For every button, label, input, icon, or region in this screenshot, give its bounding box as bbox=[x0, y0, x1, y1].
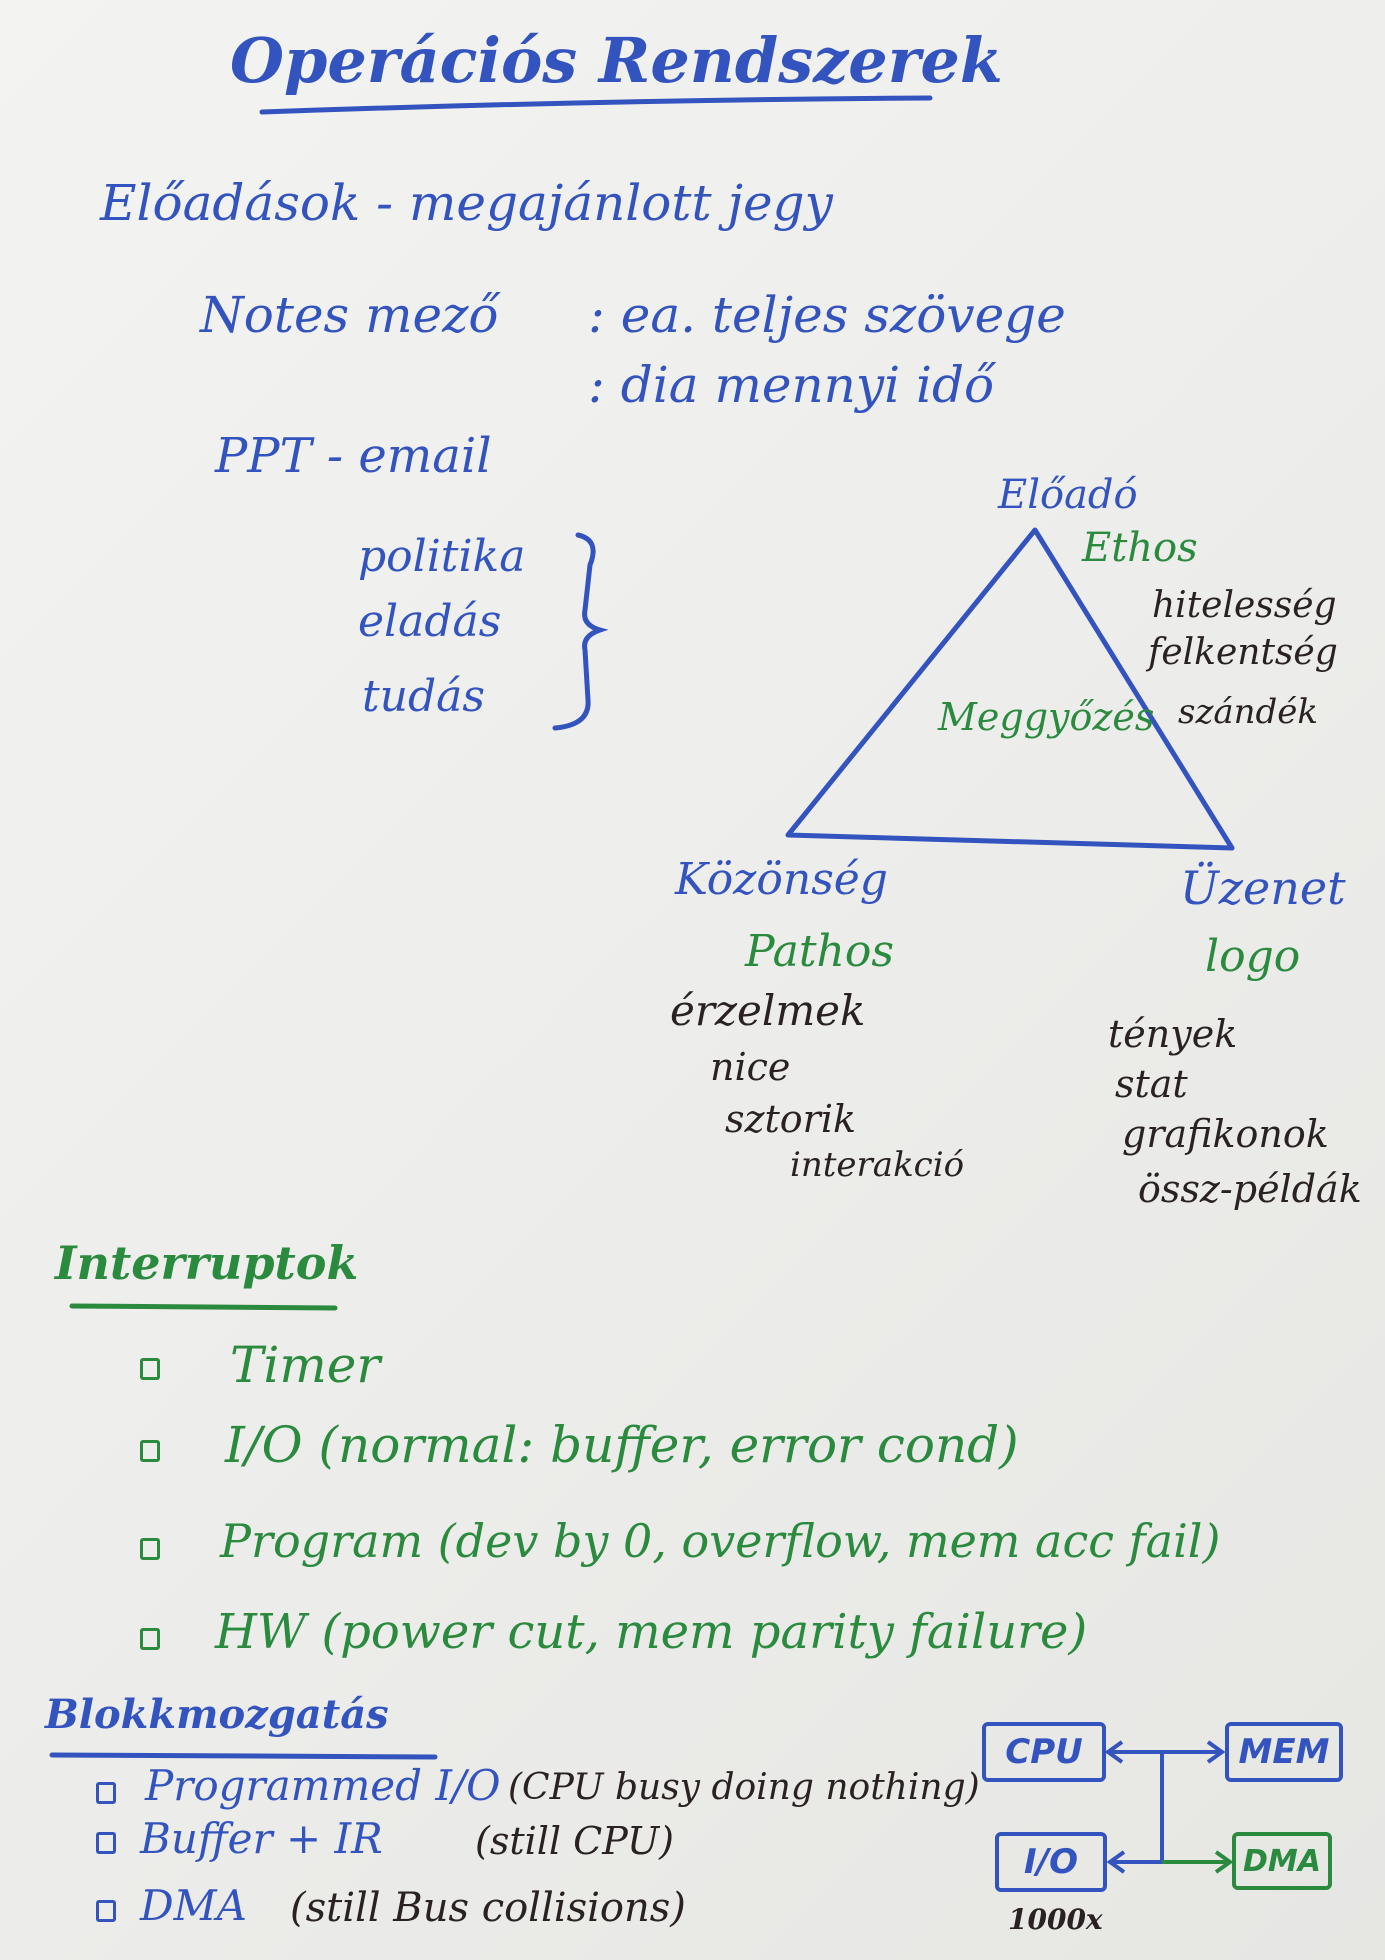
blocking-item-note: (still CPU) bbox=[475, 1819, 674, 1863]
triangle-right-note: össz-példák bbox=[1138, 1167, 1362, 1211]
interrupt-item: I/O (normal: buffer, error cond) bbox=[225, 1416, 1019, 1474]
blocking-heading: Blokkmozgatás bbox=[45, 1691, 389, 1738]
title-underline bbox=[259, 95, 933, 115]
triangle-left-note: nice bbox=[710, 1045, 791, 1089]
triangle-left-note: sztorik bbox=[725, 1097, 857, 1141]
triangle-right-note: tények bbox=[1108, 1012, 1238, 1056]
rhetoric-triangle bbox=[785, 527, 1235, 851]
page-title: Operációs Rendszerek bbox=[230, 24, 1003, 97]
ppt-line: PPT - email bbox=[215, 428, 492, 484]
arrow-right-dma bbox=[1214, 1850, 1234, 1874]
checkbox-icon bbox=[96, 1782, 116, 1804]
bracket-item: politika bbox=[358, 531, 526, 582]
interrupt-item: HW (power cut, mem parity failure) bbox=[215, 1604, 1088, 1660]
triangle-left-greek: Pathos bbox=[745, 926, 894, 977]
dma-box: DMA bbox=[1232, 1832, 1332, 1890]
blocking-item-note: (still Bus collisions) bbox=[290, 1885, 686, 1931]
triangle-left-label: Közönség bbox=[675, 854, 888, 905]
triangle-top-greek: Ethos bbox=[1082, 525, 1198, 571]
checkbox-icon bbox=[140, 1628, 160, 1650]
checkbox-icon bbox=[140, 1538, 160, 1560]
speed-label: 1000x bbox=[1008, 1903, 1103, 1936]
arrow-left-io bbox=[1106, 1850, 1126, 1874]
lectures-line: Előadások - megajánlott jegy bbox=[100, 174, 833, 232]
blocking-item-main: Programmed I/O bbox=[145, 1761, 501, 1810]
interrupt-item: Timer bbox=[230, 1336, 381, 1394]
mem-box: MEM bbox=[1225, 1722, 1343, 1782]
triangle-right-note: stat bbox=[1115, 1062, 1188, 1106]
triangle-left-note: érzelmek bbox=[670, 986, 866, 1035]
blocking-item-main: Buffer + IR bbox=[140, 1814, 383, 1863]
interrupt-item: Program (dev by 0, overflow, mem acc fai… bbox=[220, 1514, 1221, 1568]
checkbox-icon bbox=[140, 1440, 160, 1462]
triangle-top-note: szándék bbox=[1178, 692, 1319, 732]
blocking-underline bbox=[49, 1752, 438, 1760]
blocking-item-note: (CPU busy doing nothing) bbox=[508, 1767, 980, 1808]
triangle-right-label: Üzenet bbox=[1180, 861, 1346, 915]
triangle-right-note: grafikonok bbox=[1122, 1112, 1329, 1156]
triangle-top-note: hitelesség bbox=[1152, 585, 1337, 626]
checkbox-icon bbox=[96, 1832, 116, 1854]
triangle-center: Meggyőzés bbox=[938, 695, 1155, 739]
checkbox-icon bbox=[96, 1900, 116, 1922]
notes-line-2: : dia mennyi idő bbox=[588, 356, 995, 414]
checkbox-icon bbox=[140, 1358, 160, 1380]
triangle-right-greek: logo bbox=[1205, 931, 1301, 982]
notes-label: Notes mező bbox=[200, 286, 499, 344]
arrow-left-cpu bbox=[1104, 1740, 1124, 1764]
arrow-right-mem bbox=[1206, 1740, 1226, 1764]
triangle-top-note: felkentség bbox=[1148, 632, 1338, 673]
bracket-item: tudás bbox=[362, 671, 485, 722]
interrupts-heading: Interruptok bbox=[55, 1236, 359, 1290]
blocking-item-main: DMA bbox=[140, 1881, 248, 1930]
cpu-box: CPU bbox=[982, 1722, 1106, 1782]
notes-line-1: : ea. teljes szövege bbox=[588, 286, 1066, 344]
triangle-top-label: Előadó bbox=[998, 472, 1138, 518]
interrupts-underline bbox=[69, 1303, 338, 1311]
curly-brace bbox=[552, 532, 609, 731]
bracket-item: eladás bbox=[358, 596, 502, 647]
triangle-left-note: interakció bbox=[790, 1145, 965, 1185]
io-box: I/O bbox=[995, 1832, 1107, 1892]
